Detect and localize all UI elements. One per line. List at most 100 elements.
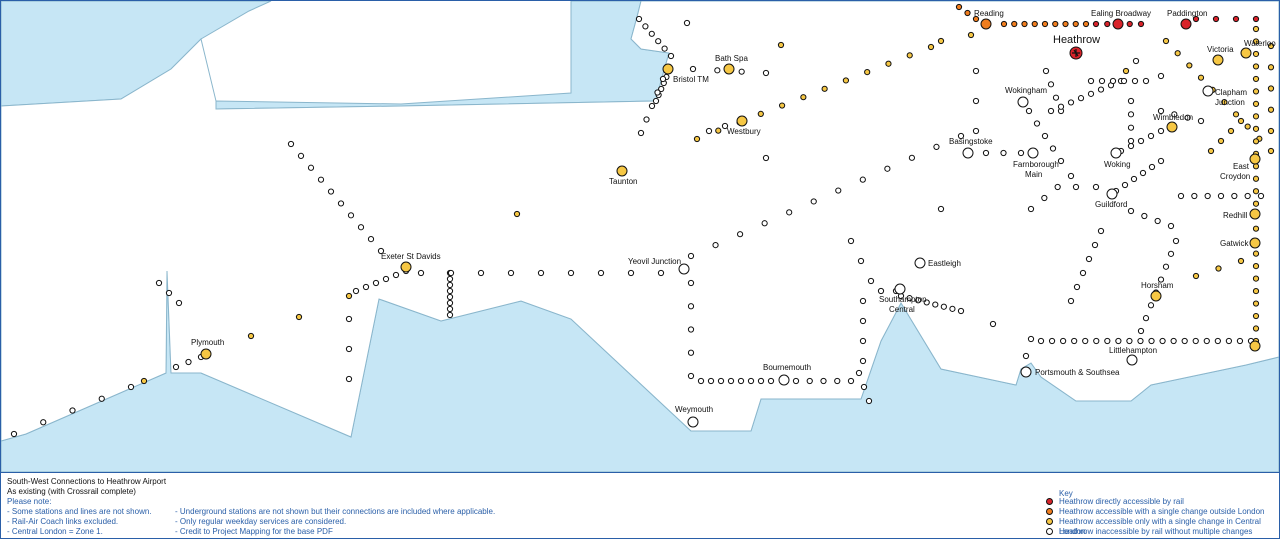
- station-dot: [1181, 337, 1188, 345]
- label-paddington: Paddington: [1167, 9, 1207, 18]
- station-dot: [661, 45, 668, 52]
- station-dot: [989, 320, 997, 328]
- station-dot: [337, 200, 345, 207]
- label-weymouth: Weymouth: [675, 405, 713, 414]
- label-wimbledon: Wimbledon: [1153, 113, 1193, 122]
- station-dot: [659, 75, 667, 83]
- station-dot: [906, 52, 913, 59]
- station-dot: [1082, 20, 1090, 28]
- station-dot: [972, 127, 980, 135]
- station-dot: [1252, 175, 1260, 182]
- station-dot: [1110, 147, 1122, 159]
- station-dot: [345, 375, 353, 383]
- station-dot: [1137, 337, 1144, 345]
- station-dot: [715, 127, 722, 134]
- label-east-croydon: East: [1233, 162, 1250, 171]
- station-dot: [616, 165, 628, 177]
- station-dot: [705, 127, 713, 135]
- station-dot: [932, 301, 939, 308]
- station-dot: [172, 363, 180, 371]
- key-label-direct: Heathrow directly accessible by rail: [1059, 497, 1184, 506]
- station-dot: [1121, 181, 1129, 189]
- station-dot: [777, 41, 785, 49]
- station-dot: [643, 116, 650, 123]
- station-dot: [1057, 157, 1065, 165]
- station-dot: [683, 19, 691, 27]
- station-dot: [1214, 337, 1221, 345]
- station-dot: [1142, 315, 1150, 322]
- station-dot: [786, 209, 793, 216]
- station-dot: [1021, 20, 1028, 28]
- station-dot: [1072, 183, 1080, 191]
- station-dot: [1252, 100, 1260, 107]
- station-dot: [648, 102, 656, 110]
- station-dot: [1147, 302, 1155, 309]
- station-dot: [712, 241, 719, 249]
- label-southampton: Southampton: [879, 295, 927, 304]
- station-dot: [1082, 337, 1089, 345]
- station-dot: [1252, 287, 1260, 295]
- station-dot: [1267, 106, 1275, 113]
- station-dot: [1231, 192, 1238, 200]
- station-dot: [1240, 47, 1252, 59]
- station-dot: [446, 311, 454, 319]
- label-farnborough-main: Main: [1025, 170, 1042, 179]
- station-dot: [1020, 366, 1032, 378]
- station-dot: [1087, 90, 1095, 97]
- station-dot: [723, 63, 735, 75]
- station-dot: [687, 279, 695, 287]
- key-dot-direct: [1046, 498, 1053, 505]
- station-dot: [847, 377, 855, 385]
- station-dot: [937, 37, 945, 45]
- station-dot: [1106, 188, 1118, 200]
- station-dot: [962, 147, 974, 159]
- station-dot: [655, 38, 662, 45]
- note-left-2: - Rail-Air Coach links excluded.: [7, 517, 119, 526]
- station-dot: [1127, 137, 1135, 145]
- station-dot: [1137, 137, 1145, 145]
- station-dot: [736, 115, 748, 127]
- station-dot: [317, 176, 325, 183]
- station-dot: [1033, 120, 1041, 127]
- station-dot: [1225, 337, 1232, 345]
- station-dot: [957, 307, 965, 315]
- station-dot: [877, 287, 885, 295]
- station-dot: [1085, 255, 1093, 263]
- label-bristol-tm: Bristol TM: [673, 75, 709, 84]
- note-right-2: - Only regular weekday services are cons…: [175, 517, 347, 526]
- station-dot: [1071, 337, 1078, 345]
- label-reading: Reading: [974, 9, 1004, 18]
- station-dot: [933, 143, 940, 151]
- station-dot: [1062, 20, 1069, 28]
- station-dot: [1025, 107, 1033, 115]
- label-eastleigh: Eastleigh: [928, 259, 961, 268]
- station-dot: [1097, 86, 1105, 93]
- station-dot: [1042, 67, 1050, 75]
- station-dot: [1148, 337, 1155, 345]
- station-dot: [864, 68, 871, 76]
- station-dot: [1115, 337, 1122, 345]
- note-left-3: - Central London = Zone 1.: [7, 527, 103, 536]
- station-dot: [392, 271, 400, 279]
- label-exeter: Exeter St Davids: [381, 252, 441, 261]
- station-dot: [307, 164, 315, 171]
- station-dot: [1127, 124, 1135, 131]
- station-dot: [1126, 337, 1133, 345]
- station-dot: [792, 377, 800, 385]
- label-ealing-broadway: Ealing Broadway: [1091, 9, 1151, 18]
- station-dot: [1186, 62, 1193, 69]
- station-dot: [1092, 183, 1100, 191]
- label-taunton: Taunton: [609, 177, 637, 186]
- station-dot: [1252, 312, 1260, 320]
- station-dot: [1052, 94, 1060, 101]
- station-dot: [1212, 54, 1224, 66]
- station-dot: [175, 299, 183, 307]
- station-dot: [915, 297, 922, 304]
- station-dot: [1184, 114, 1191, 121]
- station-dot: [927, 43, 935, 51]
- station-dot: [1174, 50, 1181, 57]
- station-dot: [1252, 50, 1260, 58]
- label-guildford: Guildford: [1095, 200, 1127, 209]
- station-dot: [1215, 265, 1222, 272]
- station-dot: [1197, 117, 1205, 125]
